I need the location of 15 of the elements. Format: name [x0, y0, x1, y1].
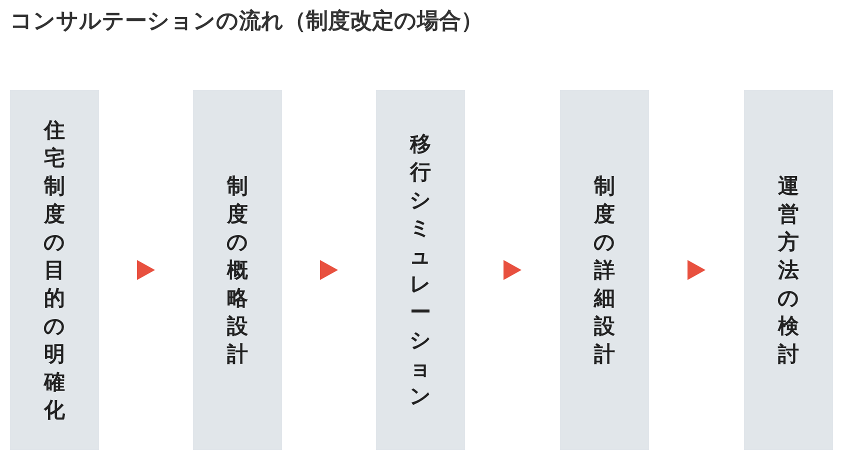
- step-box: [376, 90, 465, 450]
- title: コンサルテーションの流れ（制度改定の場合）: [10, 8, 483, 36]
- arrow: [137, 260, 155, 280]
- step-label: 住宅制度の目的の明確化: [42, 117, 66, 424]
- step-label: 制度の概略設計: [226, 173, 250, 368]
- step-box: [560, 90, 649, 450]
- step-box: [193, 90, 282, 450]
- arrow: [688, 260, 706, 280]
- step-label: 移行シミュレーション: [408, 131, 432, 410]
- step-box: [744, 90, 833, 450]
- arrow: [320, 260, 338, 280]
- arrow: [504, 260, 522, 280]
- step-label: 制度の詳細設計: [592, 173, 616, 368]
- step-label: 運営方法の検討: [776, 173, 800, 368]
- step-box: [10, 90, 99, 450]
